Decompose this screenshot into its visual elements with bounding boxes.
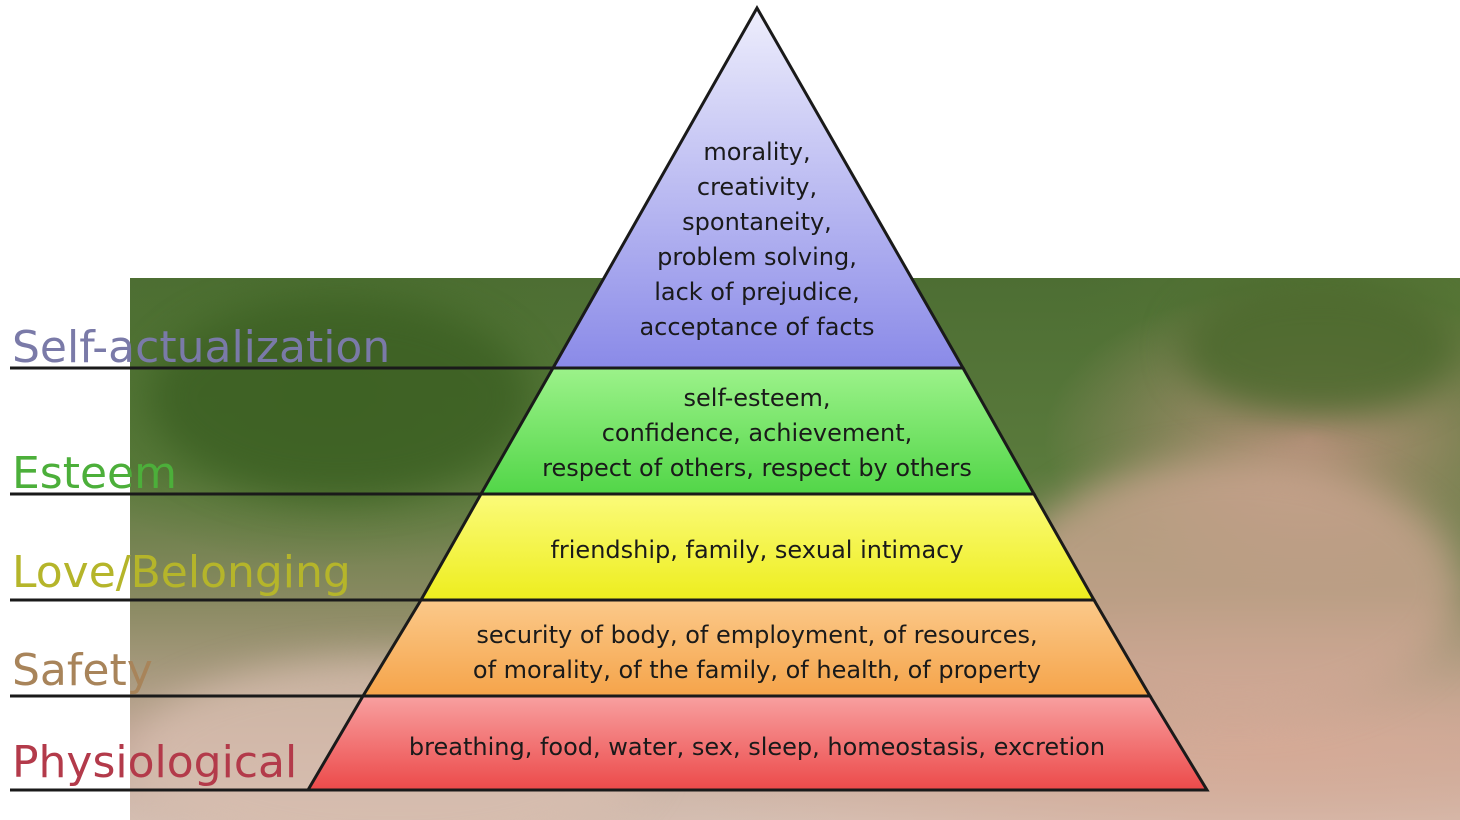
level-label-love-belonging: Love/Belonging [12,547,351,598]
tier-text-line: breathing, food, water, sex, sleep, home… [409,733,1105,761]
tier-safety: security of body, of employment, of reso… [360,598,1153,698]
foliage-blob [150,298,530,498]
tier-esteem: self-esteem, confidence, achievement, re… [478,366,1037,496]
tier-text-line: respect of others, respect by others [542,454,972,482]
level-label-esteem: Esteem [12,448,177,499]
tier-text-line: acceptance of facts [639,313,874,341]
tier-physiological: breathing, food, water, sex, sleep, home… [305,694,1210,792]
tier-text-line: problem solving, [657,243,857,271]
tier-love-belonging: friendship, family, sexual intimacy [418,492,1097,602]
level-label-safety: Safety [12,645,153,696]
foliage-blob [1180,278,1460,418]
tier-text-line: morality, [703,138,810,166]
tier-self-actualization: morality, creativity, spontaneity, probl… [550,4,966,370]
level-label-self-actualization: Self-actualization [12,322,390,373]
level-label-physiological: Physiological [12,737,297,788]
tier-text-line: friendship, family, sexual intimacy [550,536,963,564]
tier-text-line: creativity, [697,173,817,201]
tier-text-line: of morality, of the family, of health, o… [473,656,1041,684]
tier-text-line: self-esteem, [684,384,831,412]
tier-text-line: spontaneity, [682,208,832,236]
tier-text-line: confidence, achievement, [602,419,913,447]
tier-text-line: lack of prejudice, [654,278,860,306]
tier-shape [305,694,1210,792]
tier-text-line: security of body, of employment, of reso… [476,621,1037,649]
